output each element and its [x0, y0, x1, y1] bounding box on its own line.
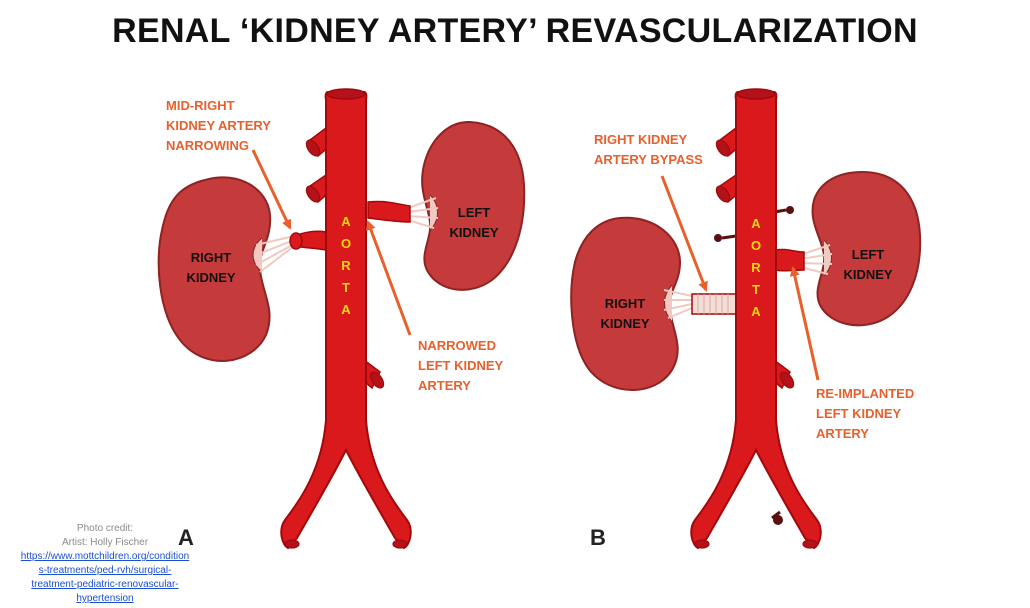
panel-b-left-kidney: [799, 170, 922, 327]
panel-b-right-kidney: [570, 216, 693, 391]
label-reimplanted: RE-IMPLANTED LEFT KIDNEY ARTERY: [816, 386, 915, 441]
panel-a-left-kidney: [407, 120, 526, 291]
label-narrowed-left-artery: NARROWED LEFT KIDNEY ARTERY: [418, 338, 504, 393]
panel-a-aorta: [280, 91, 412, 550]
panel-a-right-kidney-label: RIGHT KIDNEY: [186, 250, 236, 285]
panel-a-left-kidney-label: LEFT KIDNEY: [449, 205, 499, 240]
panel-a-letter: A: [178, 525, 194, 550]
panel-b-right-kidney-label: RIGHT KIDNEY: [600, 296, 650, 331]
credit-heading: Photo credit:: [76, 523, 134, 534]
credit-source-link[interactable]: https://www.mottchildren.org/condition s…: [20, 551, 190, 604]
label-bypass: RIGHT KIDNEY ARTERY BYPASS: [594, 132, 703, 167]
panel-b-letter: B: [590, 525, 606, 550]
panel-b-illustration: [570, 88, 922, 550]
panel-a-right-kidney: [157, 176, 295, 362]
label-mid-right-narrowing: MID-RIGHT KIDNEY ARTERY NARROWING: [166, 98, 271, 153]
photo-credit: Photo credit: Artist: Holly Fischer http…: [0, 522, 210, 606]
panel-a-illustration: [157, 88, 526, 550]
page-title: RENAL ‘KIDNEY ARTERY’ REVASCULARIZATION: [112, 12, 918, 50]
arrow-mid-right-narrowing: [251, 149, 292, 230]
arrow-narrowed-left: [366, 220, 412, 336]
panel-b-left-kidney-label: LEFT KIDNEY: [843, 247, 893, 282]
arrow-bypass: [660, 175, 708, 292]
panel-b-aorta: [690, 91, 822, 550]
credit-artist: Artist: Holly Fischer: [61, 537, 149, 548]
arrow-reimplanted: [789, 266, 820, 381]
panel-b-bypass-graft: [691, 293, 737, 315]
